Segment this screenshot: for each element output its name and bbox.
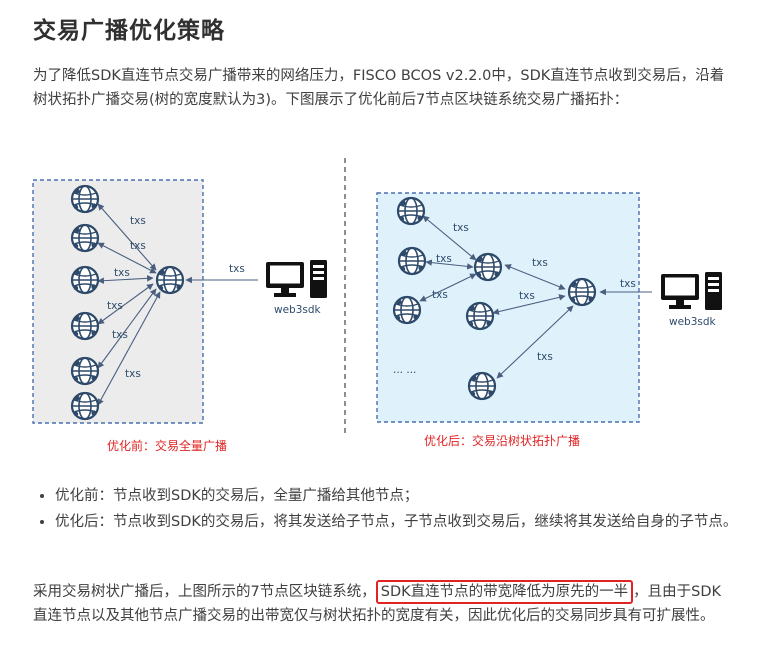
bullet-after: 优化后：节点收到SDK的交易后，将其发送给子节点，子节点收到交易后，继续将其发送… — [55, 510, 755, 534]
edge-label: txs — [112, 329, 128, 341]
edge-label: txs — [436, 253, 452, 265]
edge-label: txs — [229, 263, 245, 275]
edge-label: txs — [519, 290, 535, 302]
summary-text-end: ，且由于SDK直连节点以及其他节点广播交易的出带宽仅与树状拓扑的宽度有关，因此优… — [33, 584, 722, 624]
edge-label: txs — [620, 278, 636, 290]
client-pc-icon-left — [266, 260, 327, 298]
client-pc-icon-right — [661, 272, 722, 310]
edge-label: txs — [114, 267, 130, 279]
client-label-left: web3sdk — [274, 304, 322, 316]
intro-paragraph: 为了降低SDK直连节点交易广播带来的网络压力，FISCO BCOS v2.2.0… — [33, 68, 725, 108]
client-label-right: web3sdk — [669, 316, 717, 328]
edge-label: txs — [453, 222, 469, 234]
summary-paragraph: 采用交易树状广播后，上图所示的7节点区块链系统，SDK直连节点的带宽降低为原先的… — [33, 580, 733, 628]
edge-label: txs — [125, 368, 141, 380]
after-caption: 优化后：交易沿树状拓扑广播 — [424, 433, 580, 448]
edge-label: txs — [130, 215, 146, 227]
section-title: 交易广播优化策略 — [33, 18, 225, 44]
broadcast-topology-diagram: txs txs txs txs txs txs txs web3sdk 优化前：… — [32, 158, 722, 453]
before-caption: 优化前：交易全量广播 — [107, 438, 227, 453]
highlighted-text: SDK直连节点的带宽降低为原先的一半 — [375, 580, 634, 604]
after-edges — [419, 215, 652, 379]
edge-label: txs — [432, 289, 448, 301]
edge-label: txs — [532, 257, 548, 269]
edge-label: txs — [107, 300, 123, 312]
ellipsis-label: ... ... — [393, 364, 416, 376]
bullet-before: 优化前：节点收到SDK的交易后，全量广播给其他节点； — [55, 484, 755, 508]
bullet-list: 优化前：节点收到SDK的交易后，全量广播给其他节点； 优化后：节点收到SDK的交… — [33, 484, 755, 536]
before-edges — [97, 203, 258, 406]
edge-label: txs — [130, 240, 146, 252]
summary-text-start: 采用交易树状广播后，上图所示的7节点区块链系统， — [33, 584, 376, 600]
edge-label: txs — [537, 351, 553, 363]
